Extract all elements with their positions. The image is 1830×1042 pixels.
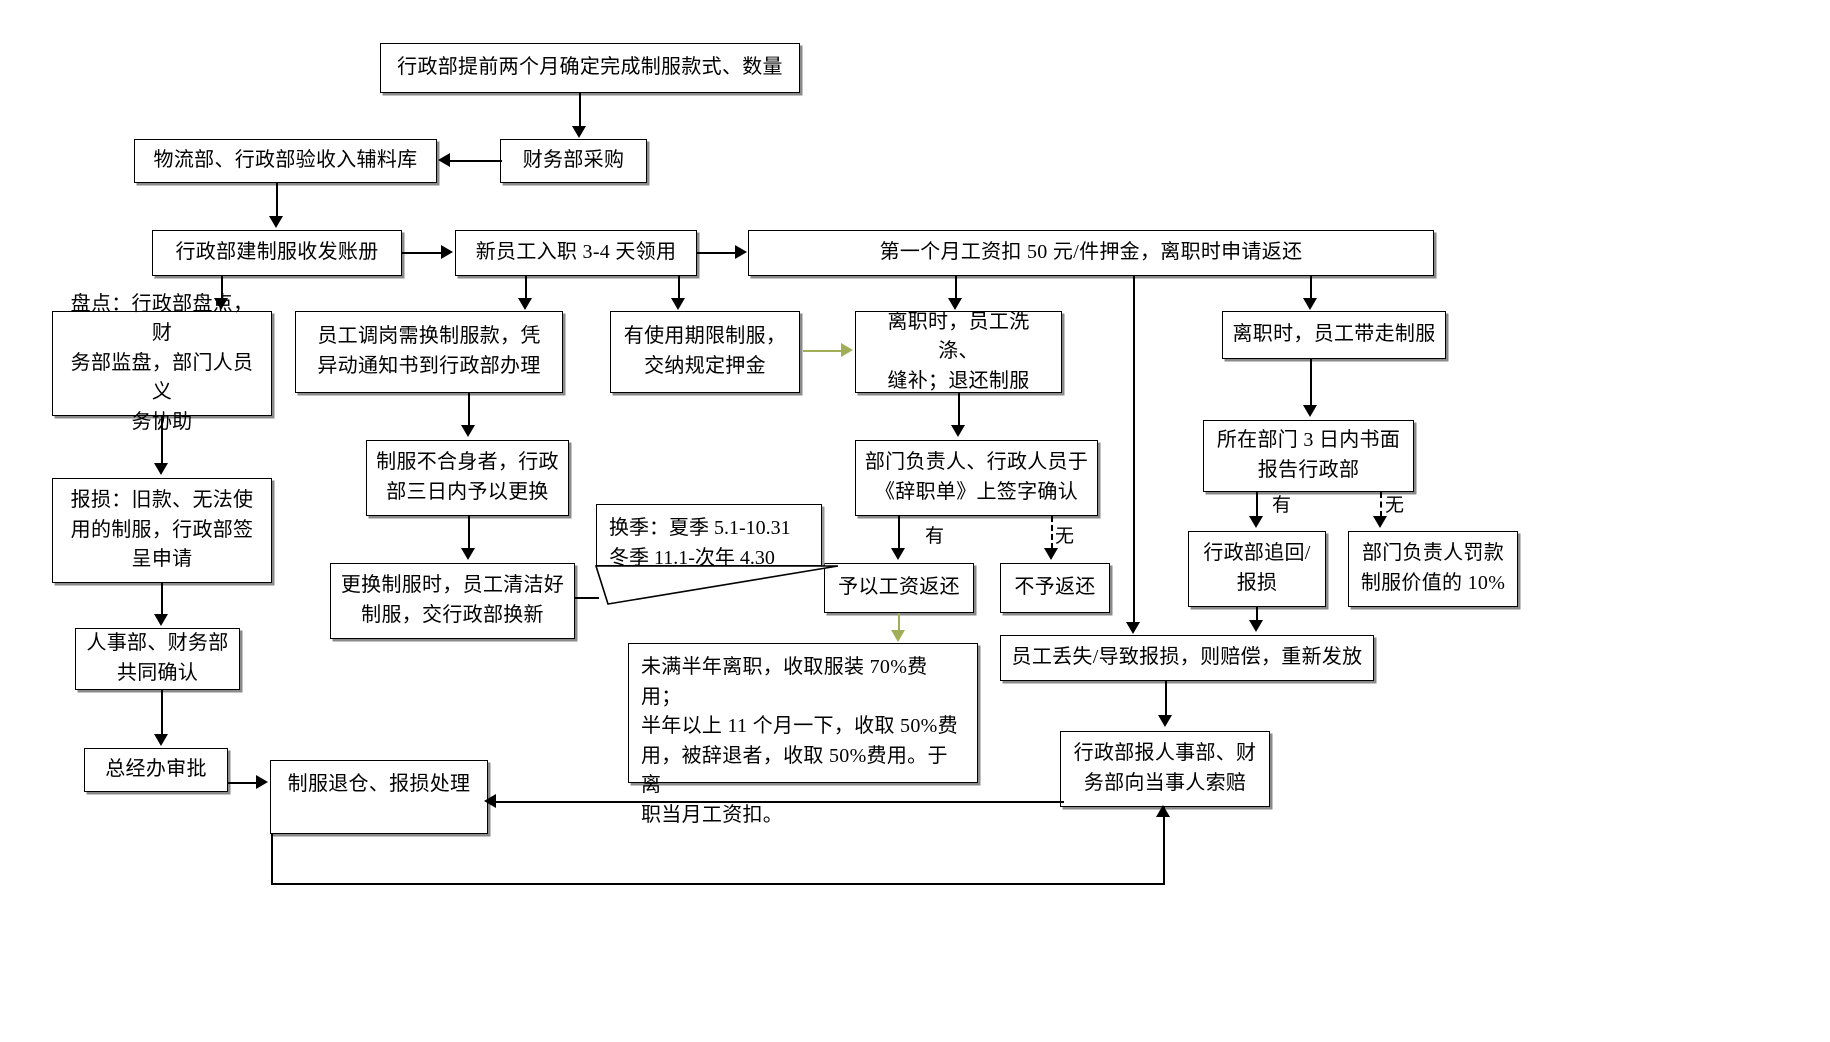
node-job-transfer-exchange[interactable]: 员工调岗需换制服款，凭 异动通知书到行政部办理 bbox=[295, 311, 563, 393]
node-claim-compensation[interactable]: 行政部报人事部、财 务部向当事人索赔 bbox=[1060, 731, 1270, 807]
edge-newhire-to-deposit bbox=[697, 252, 736, 255]
node-fee-deduction-rule[interactable]: 未满半年离职，收取服装 70%费用； 半年以上 11 个月一下，收取 50%费 … bbox=[628, 643, 978, 826]
edge-report-to-recover bbox=[1256, 492, 1259, 517]
arrowhead-receive-to-ledger bbox=[269, 216, 283, 228]
callout-tail bbox=[594, 565, 838, 605]
edge-newhire-to-transfer bbox=[525, 276, 528, 299]
arrowhead-resign-take-to-report bbox=[1303, 405, 1317, 417]
arrowhead-deposit-to-loss bbox=[1126, 622, 1140, 634]
node-logistics-receive[interactable]: 物流部、行政部验收入辅料库 bbox=[134, 139, 437, 183]
node-manager-penalty[interactable]: 部门负责人罚款 制服价值的 10% bbox=[1348, 531, 1518, 607]
arrowhead-deposit-to-resign-take bbox=[1303, 298, 1317, 310]
edge-claim-to-return-scrap bbox=[494, 801, 1064, 804]
node-inventory-count[interactable]: 盘点：行政部盘点，财 务部监盘，部门人员义 务协助 bbox=[52, 293, 272, 433]
node-exchange-clean[interactable]: 更换制服时，员工清洁好 制服，交行政部换新 bbox=[330, 563, 575, 639]
edge-return-scrap-loop-bottom bbox=[271, 883, 1165, 886]
arrowhead-transfer-to-misfit bbox=[461, 425, 475, 437]
arrowhead-misfit-to-exchange bbox=[461, 548, 475, 560]
arrowhead-sign-to-refund-yes bbox=[891, 548, 905, 560]
arrowhead-purchase-to-receive bbox=[438, 153, 450, 167]
edge-transfer-to-misfit bbox=[468, 393, 471, 426]
arrowhead-scrap-to-confirm bbox=[154, 614, 168, 626]
edge-limited-to-resign-wash bbox=[803, 350, 843, 353]
node-resign-take-uniform[interactable]: 离职时，员工带走制服 bbox=[1222, 311, 1446, 359]
edge-sign-to-refund-yes bbox=[898, 516, 901, 549]
node-hr-finance-confirm[interactable]: 人事部、财务部 共同确认 bbox=[75, 628, 240, 690]
edge-deposit-to-resign-take bbox=[1310, 276, 1313, 299]
edge-inventory-to-scrap bbox=[161, 416, 164, 464]
node-deposit-rule[interactable]: 第一个月工资扣 50 元/件押金，离职时申请返还 bbox=[748, 230, 1434, 276]
node-refund-no[interactable]: 不予返还 bbox=[1000, 563, 1110, 613]
edge-label-sign-yes: 有 bbox=[925, 526, 945, 547]
edge-misfit-to-exchange bbox=[468, 516, 471, 549]
node-return-scrap-processing[interactable]: 制服退仓、报损处理 bbox=[270, 760, 488, 834]
edge-refund-yes-to-fee-rule bbox=[898, 613, 901, 631]
edge-ledger-to-newhire bbox=[402, 252, 443, 255]
arrowhead-report-to-penalty bbox=[1373, 516, 1387, 528]
edge-deposit-to-resign-wash bbox=[955, 276, 958, 299]
edge-exchange-to-callout bbox=[575, 597, 599, 600]
arrowhead-report-to-recover bbox=[1249, 516, 1263, 528]
arrowhead-limited-to-resign-wash bbox=[841, 343, 853, 357]
arrowhead-ledger-to-newhire bbox=[441, 245, 453, 259]
arrowhead-claim-to-return-scrap bbox=[484, 794, 496, 808]
arrowhead-confirm-to-gm bbox=[154, 734, 168, 746]
edge-return-scrap-loop-down bbox=[271, 834, 274, 885]
arrowhead-newhire-to-limited bbox=[671, 298, 685, 310]
edge-confirm-to-gm bbox=[161, 690, 164, 735]
edge-recover-to-loss bbox=[1256, 607, 1259, 621]
node-gm-approval[interactable]: 总经办审批 bbox=[84, 748, 228, 792]
arrowhead-define-to-purchase bbox=[572, 126, 586, 138]
edge-report-to-penalty bbox=[1380, 492, 1382, 517]
arrowhead-loop-into-claim bbox=[1156, 805, 1170, 817]
node-define-uniform[interactable]: 行政部提前两个月确定完成制服款式、数量 bbox=[380, 43, 800, 93]
node-admin-recover[interactable]: 行政部追回/ 报损 bbox=[1188, 531, 1326, 607]
node-loss-compensate[interactable]: 员工丢失/导致报损，则赔偿，重新发放 bbox=[1000, 635, 1374, 681]
node-misfit-replace[interactable]: 制服不合身者，行政 部三日内予以更换 bbox=[366, 440, 569, 516]
edge-define-to-purchase bbox=[579, 93, 582, 127]
edge-resign-wash-to-sign bbox=[958, 393, 961, 426]
edge-label-sign-no: 无 bbox=[1055, 526, 1075, 547]
arrowhead-ledger-to-inventory bbox=[214, 298, 228, 310]
arrowhead-sign-to-refund-no bbox=[1044, 548, 1058, 560]
arrowhead-newhire-to-transfer bbox=[518, 298, 532, 310]
edge-purchase-to-receive bbox=[450, 160, 502, 163]
edge-label-report-yes: 有 bbox=[1272, 495, 1292, 516]
edge-label-report-no: 无 bbox=[1385, 495, 1405, 516]
edge-return-scrap-loop-up bbox=[1163, 807, 1166, 885]
node-finance-purchase[interactable]: 财务部采购 bbox=[500, 139, 647, 183]
arrowhead-recover-to-loss bbox=[1249, 620, 1263, 632]
arrowhead-gm-to-return-scrap bbox=[256, 775, 268, 789]
arrowhead-newhire-to-deposit bbox=[735, 245, 747, 259]
node-resign-wash-return[interactable]: 离职时，员工洗涤、 缝补；退还制服 bbox=[855, 311, 1062, 393]
node-dept-report-3days[interactable]: 所在部门 3 日内书面 报告行政部 bbox=[1203, 420, 1414, 492]
arrowhead-loss-to-claim bbox=[1158, 715, 1172, 727]
edge-loss-to-claim bbox=[1165, 681, 1168, 716]
edge-ledger-to-inventory bbox=[221, 276, 224, 299]
edge-resign-take-to-report bbox=[1310, 359, 1313, 406]
callout-season-change: 换季：夏季 5.1-10.31 冬季 11.1-次年 4.30 bbox=[596, 504, 822, 569]
edge-scrap-to-confirm bbox=[161, 583, 164, 615]
arrowhead-resign-wash-to-sign bbox=[951, 425, 965, 437]
node-scrap-application[interactable]: 报损：旧款、无法使 用的制服，行政部签 呈申请 bbox=[52, 478, 272, 583]
arrowhead-inventory-to-scrap bbox=[154, 463, 168, 475]
edge-deposit-to-loss bbox=[1133, 276, 1136, 623]
edge-receive-to-ledger bbox=[276, 183, 279, 217]
edge-newhire-to-limited bbox=[678, 276, 681, 299]
node-admin-ledger[interactable]: 行政部建制服收发账册 bbox=[152, 230, 402, 276]
arrowhead-deposit-to-resign-wash bbox=[948, 298, 962, 310]
arrowhead-refund-yes-to-fee-rule bbox=[891, 630, 905, 642]
node-refund-yes[interactable]: 予以工资返还 bbox=[824, 563, 974, 613]
node-resignation-signoff[interactable]: 部门负责人、行政人员于 《辞职单》上签字确认 bbox=[855, 440, 1098, 516]
node-newhire-issue[interactable]: 新员工入职 3-4 天领用 bbox=[455, 230, 697, 276]
edge-sign-to-refund-no bbox=[1051, 516, 1053, 549]
node-limited-term-uniform[interactable]: 有使用期限制服， 交纳规定押金 bbox=[610, 311, 800, 393]
edge-gm-to-return-scrap bbox=[228, 782, 258, 785]
